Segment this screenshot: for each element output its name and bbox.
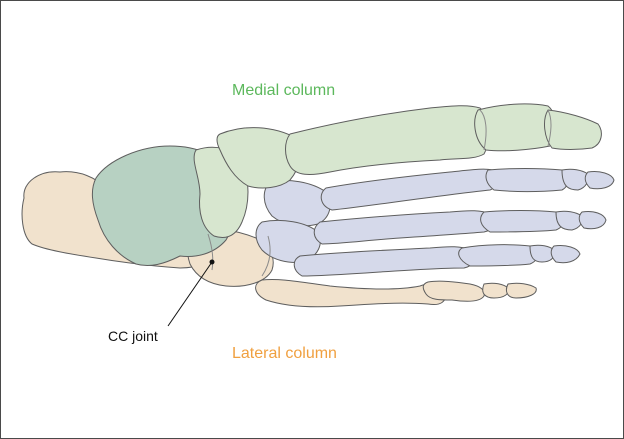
cc-joint-label: CC joint [108, 328, 158, 344]
fifth-proximal-phalanx [423, 281, 484, 301]
fourth-distal-phalanx [551, 245, 580, 262]
second-metatarsal [321, 169, 498, 210]
first-distal-phalanx [545, 110, 602, 150]
third-proximal-phalanx [481, 211, 564, 233]
second-distal-phalanx [585, 171, 614, 188]
fifth-metatarsal [256, 279, 445, 306]
cc-joint-leader-line [168, 262, 212, 326]
third-metatarsal [314, 211, 493, 244]
fourth-metatarsal [294, 247, 473, 276]
first-metatarsal [286, 106, 489, 175]
lateral-column-label: Lateral column [232, 345, 337, 363]
fifth-middle-phalanx [483, 283, 509, 298]
second-proximal-phalanx [486, 169, 568, 192]
fourth-middle-phalanx [530, 245, 554, 262]
medial-column-label: Medial column [232, 82, 335, 100]
fourth-proximal-phalanx [459, 245, 538, 266]
fifth-distal-phalanx [506, 283, 536, 298]
third-distal-phalanx [579, 211, 606, 228]
middle-ray-bones [256, 169, 614, 277]
cc-joint-marker [210, 260, 215, 265]
